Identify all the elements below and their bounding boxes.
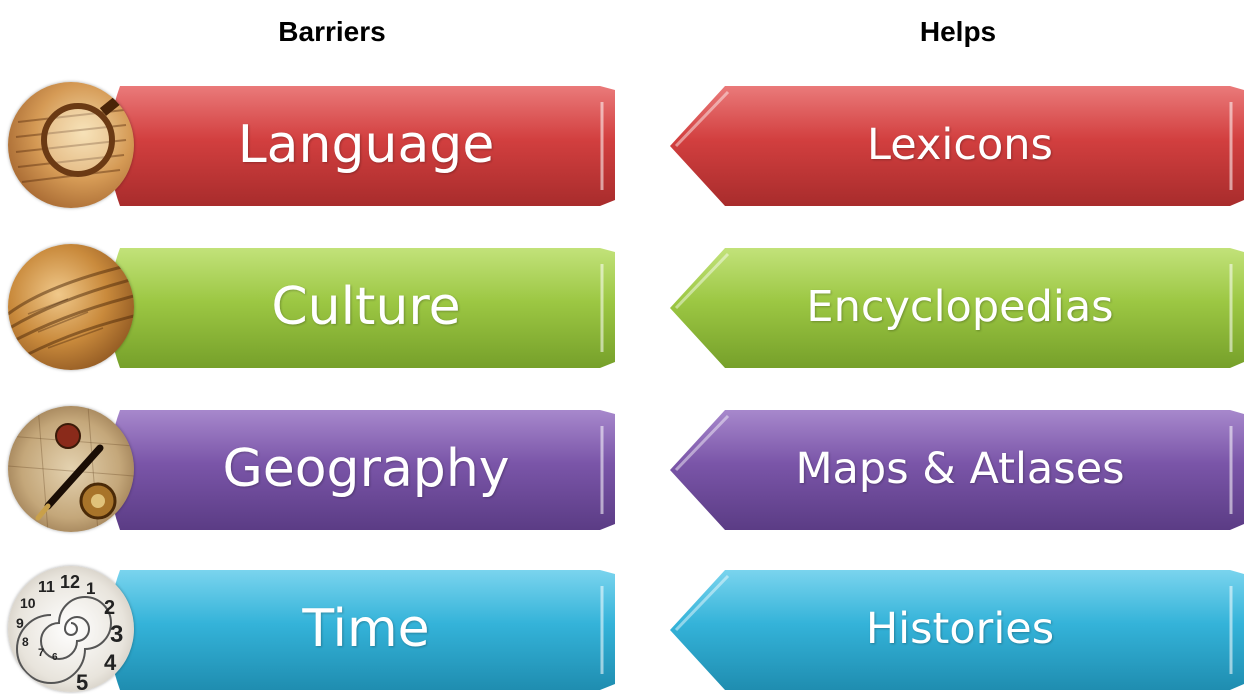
barrier-arrow-geography [109, 410, 1244, 530]
svg-text:1: 1 [86, 579, 95, 598]
spiral-clock-icon: 12 11 1 2 3 4 5 10 9 8 7 6 [8, 566, 134, 692]
svg-text:9: 9 [16, 615, 24, 631]
help-arrow-maps-atlases [670, 410, 1244, 530]
barriers-heading: Barriers [278, 16, 386, 47]
magnifier-on-text-icon [8, 82, 134, 208]
svg-text:2: 2 [104, 597, 115, 619]
barrier-arrow-language [109, 86, 1244, 206]
svg-text:3: 3 [110, 621, 123, 648]
svg-text:5: 5 [76, 670, 88, 692]
svg-text:4: 4 [104, 650, 117, 675]
help-arrow-lexicons [670, 86, 1244, 206]
svg-text:11: 11 [38, 579, 55, 596]
row-language: Language Lexicons [0, 82, 1246, 210]
row-geography: Geography Maps & Atlases [0, 406, 1246, 534]
svg-text:12: 12 [60, 572, 80, 592]
compass-map-icon [8, 406, 134, 532]
barrier-arrow-time [109, 570, 1244, 690]
scroll-icon [8, 244, 134, 370]
svg-text:6: 6 [52, 652, 58, 663]
help-label-maps-atlases: Maps & Atlases [795, 444, 1125, 494]
help-label-lexicons: Lexicons [867, 120, 1053, 170]
help-label-histories: Histories [865, 604, 1055, 654]
barrier-label-culture: Culture [271, 277, 461, 337]
row-time: 12 11 1 2 3 4 5 10 9 8 7 6 Time Historie… [0, 566, 1246, 694]
barrier-label-geography: Geography [222, 439, 510, 499]
row-culture: Culture Encyclopedias [0, 244, 1246, 372]
barrier-label-language: Language [237, 115, 495, 175]
helps-heading: Helps [919, 16, 997, 47]
svg-text:7: 7 [38, 647, 44, 659]
svg-text:8: 8 [22, 635, 29, 649]
barrier-arrow-culture [109, 248, 1244, 368]
help-arrow-histories [670, 570, 1244, 690]
barrier-label-time: Time [302, 599, 430, 659]
help-label-encyclopedias: Encyclopedias [806, 282, 1114, 332]
svg-text:10: 10 [20, 595, 36, 611]
help-arrow-encyclopedias [670, 248, 1244, 368]
